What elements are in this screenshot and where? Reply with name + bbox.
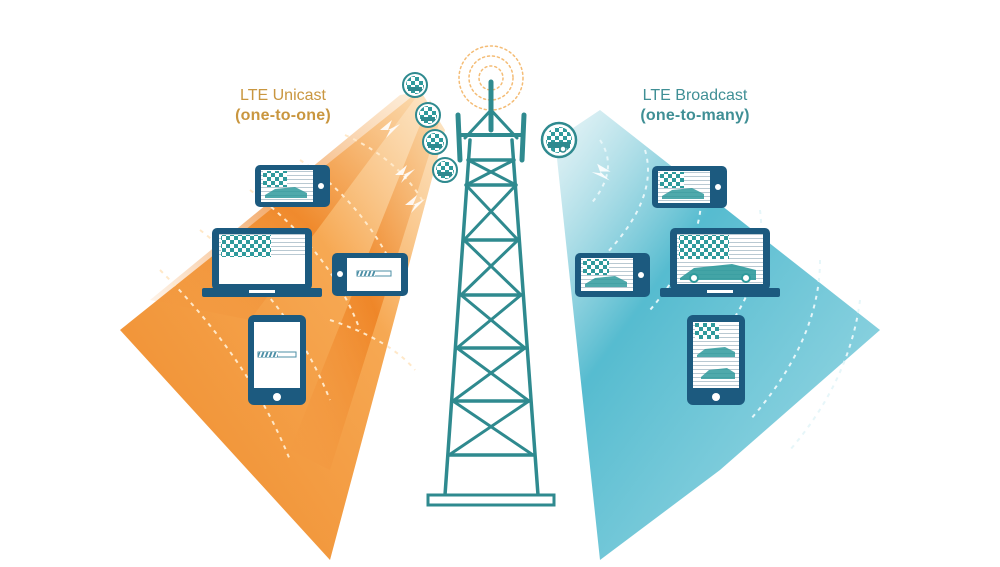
unicast-stream-bubbles — [402, 72, 458, 183]
unicast-title: LTE Unicast — [240, 87, 326, 104]
unicast-subtitle: (one-to-one) — [235, 107, 331, 124]
broadcast-subtitle: (one-to-many) — [640, 107, 750, 124]
broadcast-title: LTE Broadcast — [642, 87, 748, 104]
unicast-phone-loading — [332, 253, 408, 296]
stream-bubble-icon — [402, 72, 428, 98]
unicast-phone-video — [255, 165, 330, 207]
stream-bubble-icon — [432, 157, 458, 183]
broadcast-phone-video-top — [652, 166, 727, 208]
cell-tower — [426, 45, 556, 507]
stream-bubble-icon — [422, 129, 448, 155]
unicast-label: LTE Unicast (one-to-one) — [208, 86, 358, 126]
broadcast-laptop-video — [660, 228, 780, 297]
stream-bubble-icon — [415, 102, 441, 128]
broadcast-stream-bubble — [540, 121, 578, 159]
broadcast-label: LTE Broadcast (one-to-many) — [610, 86, 780, 126]
broadcast-tablet-video — [687, 315, 745, 405]
unicast-laptop-video — [202, 228, 322, 297]
broadcast-phone-video-left — [575, 253, 650, 297]
unicast-tablet-loading — [248, 315, 306, 405]
